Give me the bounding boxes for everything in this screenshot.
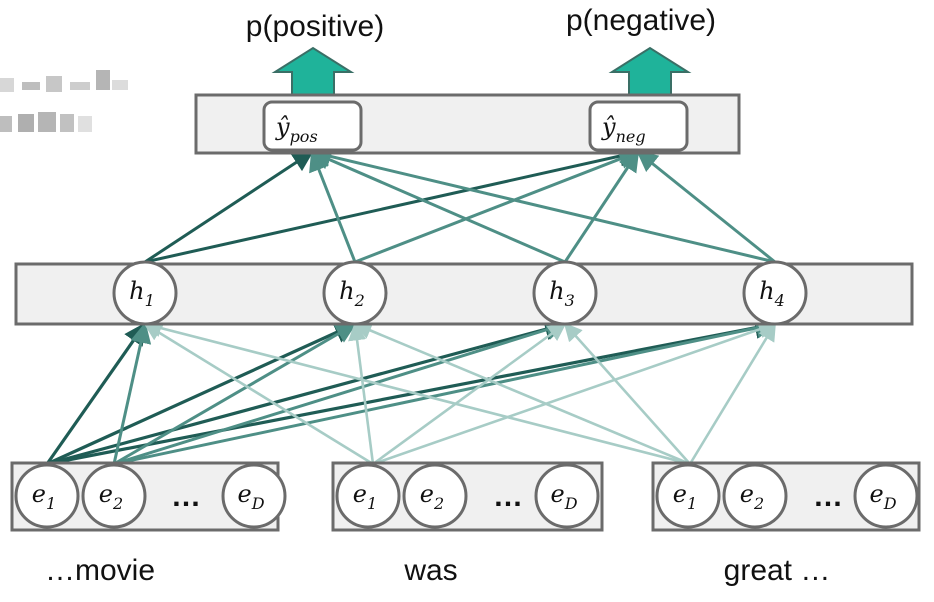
- edge-e2-to-h4: [372, 320, 777, 466]
- output-arrow-positive: [271, 46, 355, 96]
- y-neg-subscript: neg: [616, 127, 646, 146]
- embedding-node-w2-3: [534, 463, 600, 529]
- edge-e2-to-h1: [143, 322, 374, 466]
- embedding-nodes: e1 e2 eD … e1 e2 eD … e1 e2 eD …: [14, 463, 919, 529]
- hidden-nodes: h1 h2 h3 h4: [112, 260, 808, 326]
- connection-edges: [45, 145, 778, 466]
- embedding-node-w3-2: [722, 463, 788, 529]
- hidden-node-3: [532, 260, 598, 326]
- hidden-node-1: [112, 260, 178, 326]
- word-label-was: was: [403, 554, 457, 587]
- blurred-legend: [0, 70, 128, 132]
- edge-e2-to-h3: [372, 322, 567, 466]
- embedding-ellipsis-w1: …: [171, 480, 201, 513]
- output-node-neg: ŷneg: [588, 100, 689, 152]
- edge-h4-to-neg: [636, 150, 776, 264]
- edge-h3-to-pos: [310, 149, 566, 264]
- edge-e0-to-h1: [45, 322, 147, 465]
- embedding-label-w2-2: e2: [420, 480, 444, 513]
- embedding-node-w2-2: [402, 463, 468, 529]
- embedding-label-w2-3: eD: [550, 480, 577, 513]
- embedding-ellipsis-w3: …: [813, 480, 843, 513]
- embedding-node-w1-3: [221, 463, 287, 529]
- y-neg-symbol: ŷ: [601, 113, 616, 141]
- embedding-node-w3-1: [655, 463, 721, 529]
- edge-e0-to-h3: [46, 318, 568, 466]
- hidden-node-label-1: h1: [129, 277, 155, 310]
- edge-e2-to-h2: [348, 322, 375, 465]
- edge-e3-to-h4: [688, 322, 777, 465]
- hidden-node-label-3: h3: [549, 277, 575, 310]
- edge-e0-to-h4: [46, 316, 778, 466]
- embedding-node-w3-3: [853, 463, 919, 529]
- edge-h4-to-pos: [309, 146, 776, 264]
- embedding-node-w1-1: [14, 463, 80, 529]
- embedding-node-w2-1: [335, 463, 401, 529]
- edge-h2-to-neg: [354, 149, 640, 264]
- svg-text:ŷpos: ŷpos: [275, 113, 318, 146]
- edge-e1-to-h4: [113, 317, 778, 466]
- edge-h3-to-neg: [563, 150, 640, 263]
- hidden-node-label-4: h4: [759, 277, 785, 310]
- edge-h1-to-neg: [144, 145, 641, 264]
- embedding-label-w1-2: e2: [99, 480, 123, 513]
- y-pos-subscript: pos: [290, 127, 318, 146]
- output-node-pos: ŷpos: [262, 100, 363, 152]
- y-pos-symbol: ŷ: [275, 113, 290, 141]
- word-label-movie: …movie: [45, 554, 155, 587]
- embedding-label-w3-1: e1: [673, 480, 697, 513]
- edge-e0-to-h2: [46, 322, 358, 466]
- hidden-node-label-2: h2: [339, 277, 365, 310]
- embedding-label-w1-3: eD: [237, 480, 264, 513]
- edge-h1-to-pos: [144, 150, 314, 264]
- edge-e3-to-h1: [143, 319, 691, 466]
- edge-e3-to-h2: [353, 321, 691, 466]
- svg-text:ŷneg: ŷneg: [601, 113, 646, 146]
- embedding-label-w3-2: e2: [740, 480, 764, 513]
- edge-e1-to-h3: [113, 319, 568, 466]
- output-label-negative: p(negative): [566, 4, 716, 37]
- embedding-node-w1-2: [81, 463, 147, 529]
- edge-e1-to-h1: [112, 321, 152, 465]
- embedding-label-w3-3: eD: [869, 480, 896, 513]
- embedding-ellipsis-w2: …: [493, 480, 523, 513]
- embedding-label-w1-1: e1: [32, 480, 56, 513]
- edge-e1-to-h2: [113, 322, 357, 466]
- hidden-node-4: [742, 260, 808, 326]
- word-label-great: great …: [724, 554, 831, 587]
- output-label-positive: p(positive): [246, 10, 384, 43]
- edge-e3-to-h3: [563, 322, 691, 465]
- embedding-label-w2-1: e1: [353, 480, 377, 513]
- output-arrow-negative: [608, 46, 692, 96]
- edge-h2-to-pos: [309, 150, 357, 263]
- hidden-node-2: [322, 260, 388, 326]
